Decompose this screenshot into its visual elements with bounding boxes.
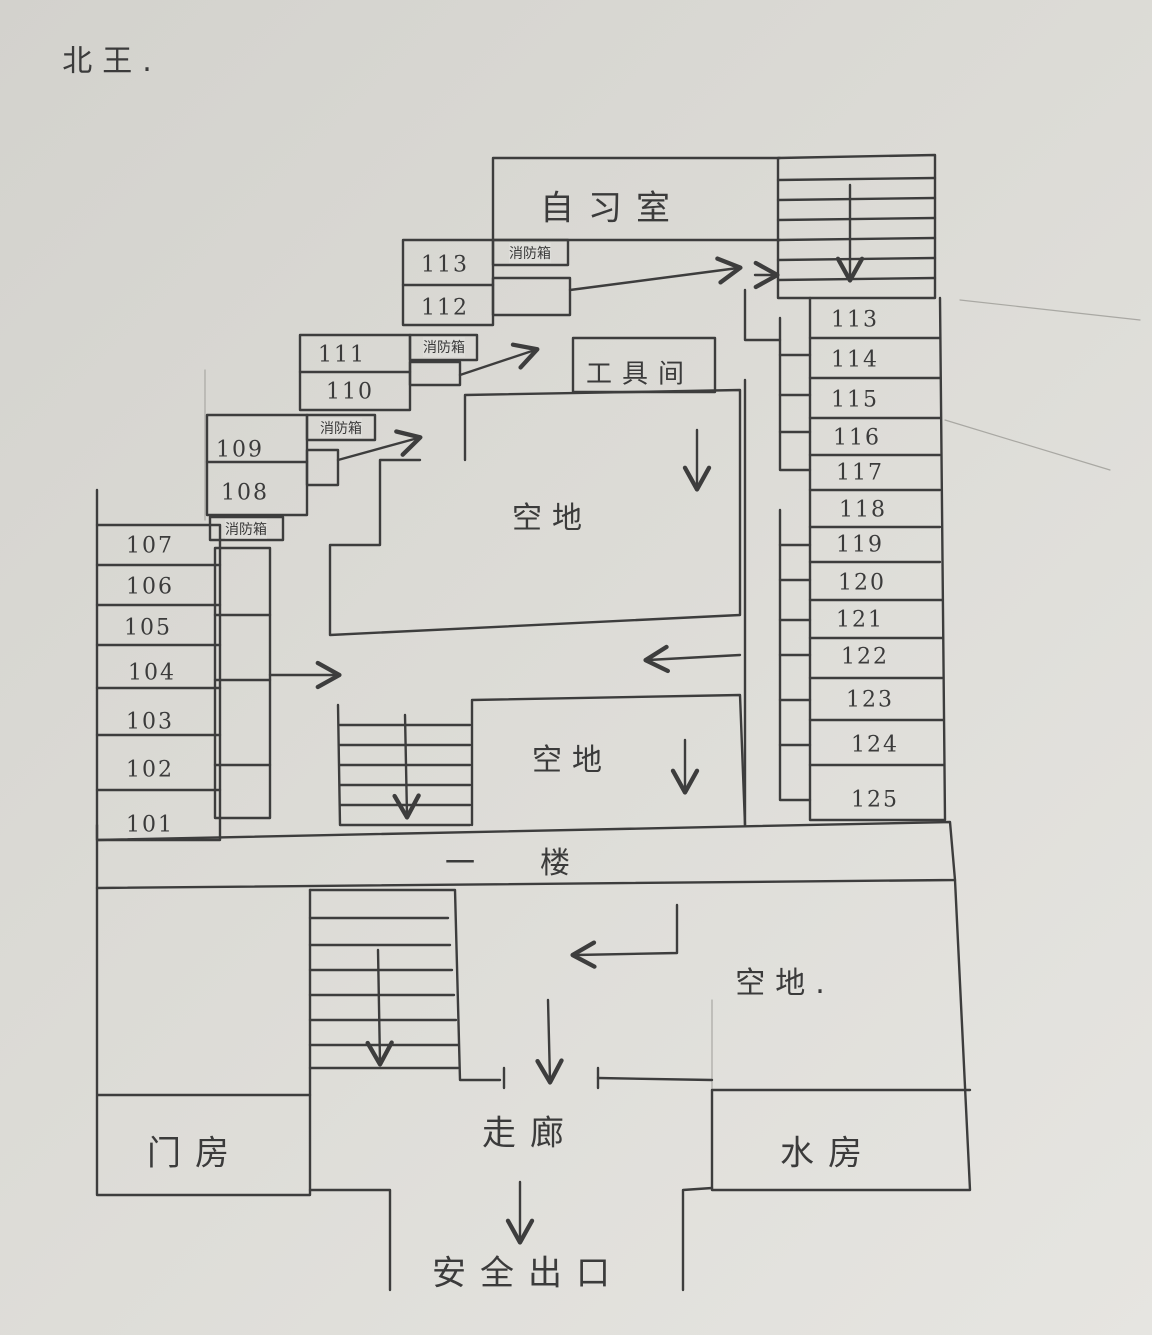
- room-number: 102: [126, 757, 174, 783]
- exit-label: 安全出口: [432, 1253, 624, 1294]
- floor-band: [95, 820, 957, 890]
- room-number: 119: [836, 532, 884, 558]
- left-rooms-outline: [95, 238, 572, 842]
- room-number: 108: [221, 480, 269, 506]
- fire-box-label: 消防箱: [423, 337, 465, 357]
- room-number: 120: [838, 570, 886, 596]
- open-space-label-1: 空地: [512, 501, 592, 536]
- gatehouse-label: 门房: [147, 1133, 243, 1174]
- stairs-northeast: [776, 153, 937, 300]
- room-number: 117: [836, 460, 884, 486]
- room-number: 123: [846, 687, 894, 713]
- room-number: 112: [421, 295, 469, 321]
- room-number: 124: [851, 732, 899, 758]
- right-rooms-outline: [743, 288, 947, 822]
- room-number: 111: [318, 342, 366, 368]
- water-room-label: 水房: [780, 1133, 876, 1174]
- room-number: 115: [831, 387, 879, 413]
- room-number: 107: [126, 533, 174, 559]
- room-number: 103: [126, 709, 174, 735]
- room-number: 121: [836, 607, 884, 633]
- room-number: 104: [128, 660, 176, 686]
- study-room-label: 自习室: [540, 188, 684, 229]
- room-number: 114: [831, 347, 879, 373]
- stairs-lower: [308, 888, 502, 1097]
- open-space-label-2: 空地: [532, 743, 612, 778]
- room-number: 106: [126, 574, 174, 600]
- fire-box-label: 消防箱: [320, 418, 362, 438]
- corridor-label: 走廊: [482, 1113, 578, 1154]
- room-number: 125: [851, 787, 899, 813]
- stairs-middle: [336, 703, 472, 827]
- room-number: 101: [126, 812, 174, 838]
- room-number: 118: [839, 497, 887, 523]
- room-number: 110: [326, 379, 374, 405]
- sheet-title: 北王.: [62, 44, 162, 79]
- room-number: 122: [841, 644, 889, 670]
- floor-label-2: 楼: [540, 846, 580, 881]
- floor-label-1: 一: [445, 846, 485, 881]
- room-number: 105: [124, 615, 172, 641]
- open-space-label-3: 空地.: [735, 966, 835, 1001]
- fire-box-label: 消防箱: [225, 519, 267, 539]
- room-number: 113: [831, 307, 879, 333]
- tool-room-label: 工具间: [585, 359, 695, 390]
- room-number: 116: [833, 425, 881, 451]
- fire-box-label: 消防箱: [509, 243, 551, 263]
- open-space-outline: [328, 388, 742, 637]
- room-number: 109: [216, 437, 264, 463]
- room-number: 113: [421, 252, 469, 278]
